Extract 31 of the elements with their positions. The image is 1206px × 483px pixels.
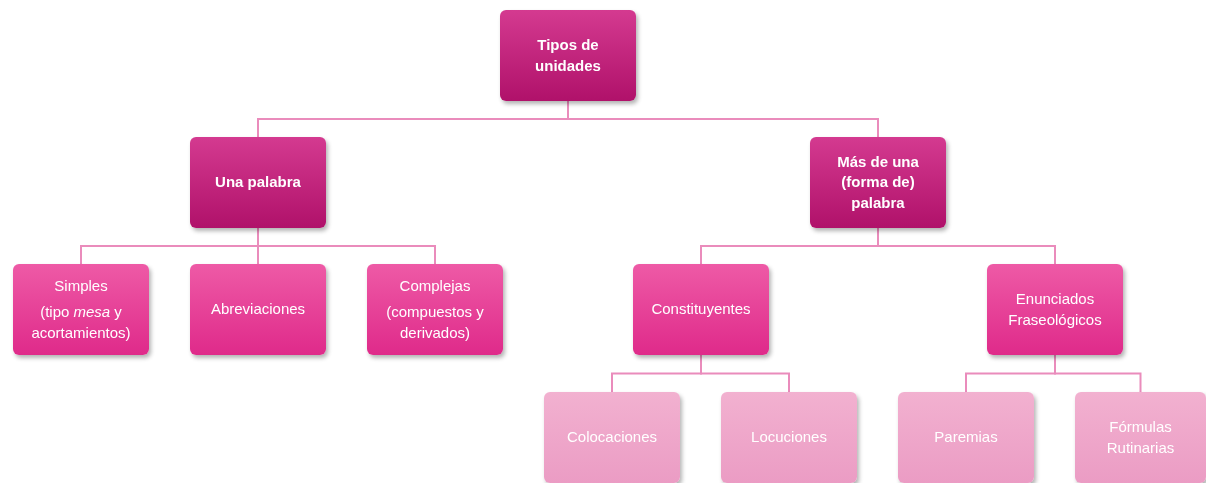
subcategory-box — [721, 392, 857, 483]
node-label: Enunciados Fraseológicos — [1007, 289, 1103, 330]
category-box — [190, 137, 326, 228]
subcategory-box — [898, 392, 1034, 483]
node-label: Colocaciones — [566, 427, 658, 448]
connector-line — [567, 100, 879, 138]
node-label: Fórmulas Rutinarias — [1105, 417, 1176, 458]
connector-line — [257, 227, 436, 265]
node-label: Complejas — [399, 276, 471, 297]
category-box — [987, 264, 1123, 355]
node-label: Constituyentes — [651, 299, 751, 320]
connector-line — [700, 354, 790, 393]
node-label: (compuestos y derivados) — [385, 302, 485, 343]
node-label: Locuciones — [751, 427, 827, 448]
category-box — [13, 264, 149, 355]
node-label: Más de una (forma de) palabra — [836, 152, 920, 213]
category-box — [500, 10, 636, 101]
connector-line — [1054, 354, 1142, 393]
node-label: Paremias — [934, 427, 998, 448]
category-box — [810, 137, 946, 228]
category-box — [367, 264, 503, 355]
category-box — [190, 264, 326, 355]
node-label: Abreviaciones — [210, 299, 306, 320]
node-label: Tipos de unidades — [534, 35, 602, 76]
subcategory-box — [544, 392, 680, 483]
subcategory-box — [1075, 392, 1206, 483]
node-label: Una palabra — [215, 172, 301, 193]
node-label: (tipo mesa y acortamientos) — [30, 302, 132, 343]
node-label: Simples — [54, 276, 108, 297]
connector-line — [877, 227, 1056, 265]
category-box — [633, 264, 769, 355]
